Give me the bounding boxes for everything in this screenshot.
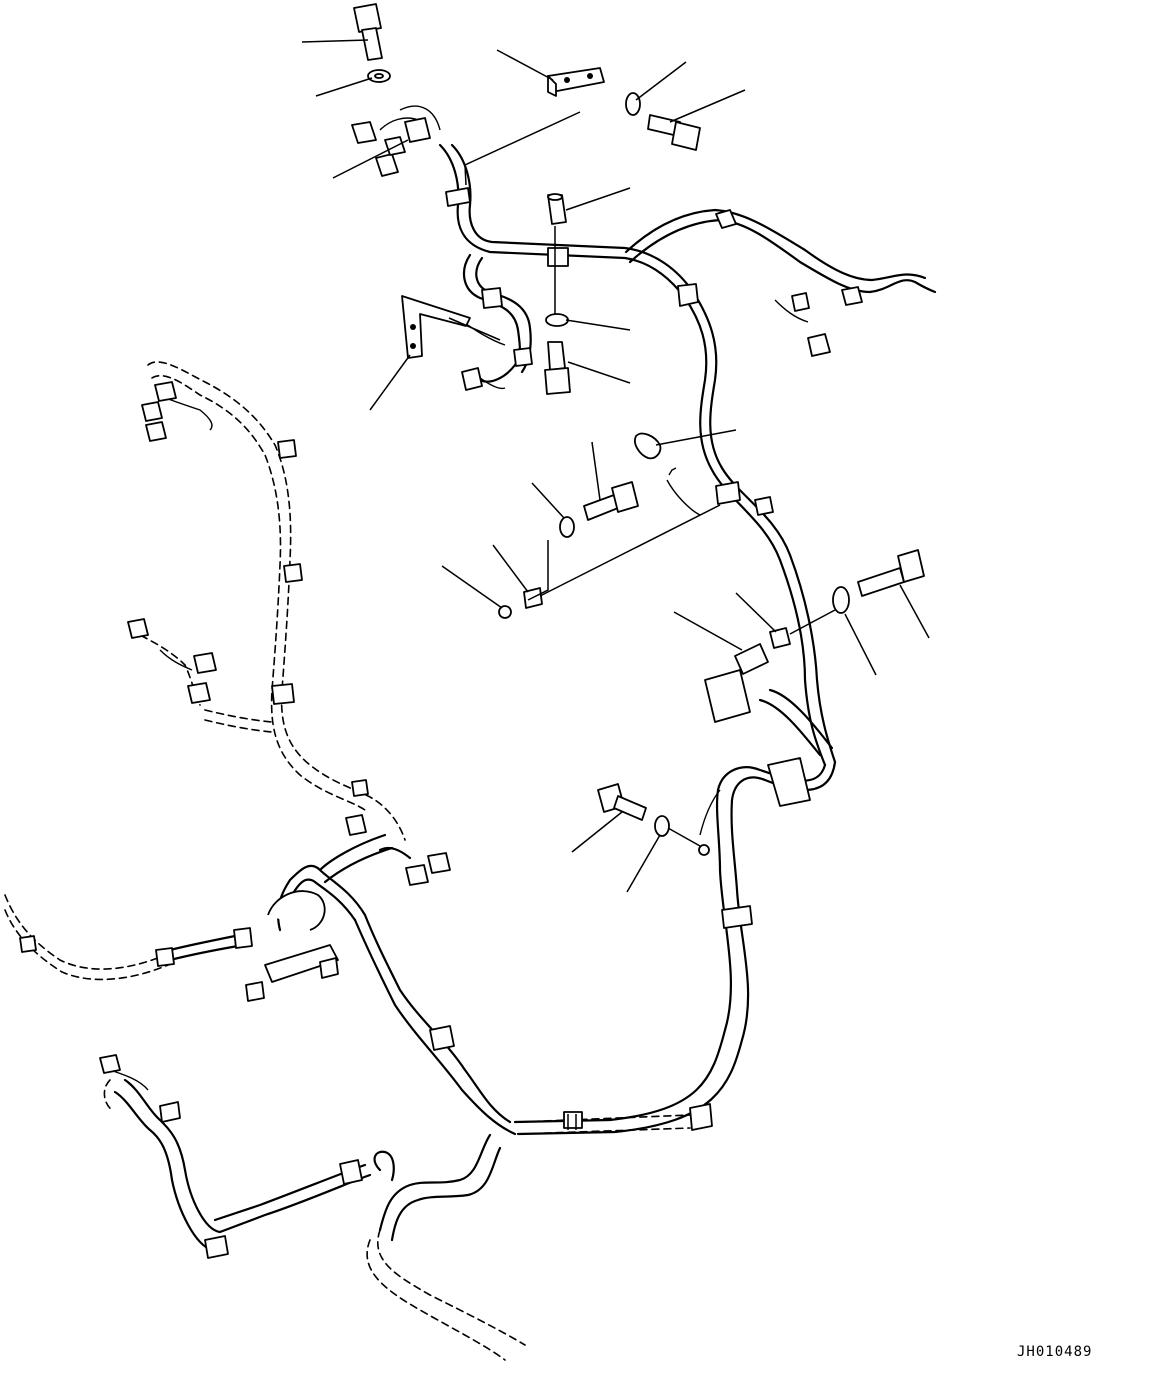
drawing-code: JH010489 (1017, 1344, 1093, 1360)
bolt-lower (597, 783, 647, 821)
bolt-right (857, 549, 925, 597)
bolt-top-right (647, 114, 701, 151)
bolt-top-left (353, 3, 383, 61)
bolt-vertical (547, 341, 566, 371)
clip-right (769, 627, 791, 649)
bolt-middle (583, 481, 639, 521)
washer-middle (559, 516, 575, 538)
elbow-fitting (634, 432, 662, 460)
washer-lower (654, 815, 670, 837)
break-marks (567, 1114, 577, 1130)
thin-wires (109, 105, 809, 1091)
nut-small (498, 605, 512, 619)
fasteners (353, 3, 925, 856)
leader-lines (301, 39, 930, 893)
spacer (734, 643, 769, 675)
harness-clamps (19, 187, 753, 1259)
washer-top-right (625, 92, 641, 116)
washer-center (545, 313, 569, 327)
connectors (99, 117, 863, 1074)
main-harness (113, 143, 937, 1252)
washer-right (832, 586, 850, 614)
